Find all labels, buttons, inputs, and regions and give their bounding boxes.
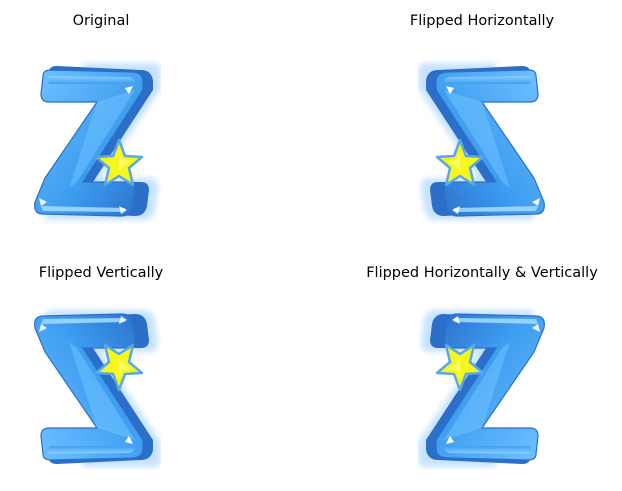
panel-title-flipped-horizontally: Flipped Horizontally bbox=[409, 13, 555, 29]
panel-title-flipped-vertically: Flipped Vertically bbox=[38, 265, 164, 281]
z-star-logo-original-icon bbox=[31, 60, 161, 225]
z-star-logo-flipped-vertical-icon bbox=[31, 305, 161, 470]
panel-title-original: Original bbox=[72, 13, 130, 29]
panel-title-flipped-both: Flipped Horizontally & Vertically bbox=[366, 265, 598, 281]
z-star-logo-flipped-both-icon bbox=[418, 305, 548, 470]
z-star-logo-flipped-horizontal-icon bbox=[418, 60, 548, 225]
